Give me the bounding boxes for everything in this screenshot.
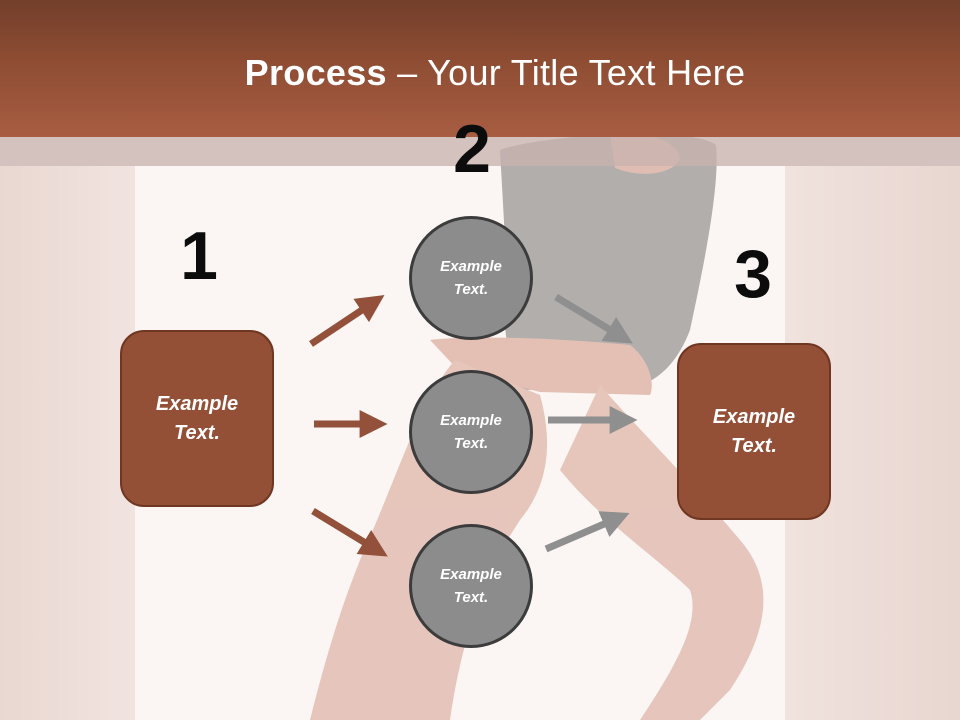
step-number-3: 3 bbox=[734, 236, 772, 312]
circle-bottom-line2: Text. bbox=[453, 589, 489, 606]
circle-top-line1: Example bbox=[440, 258, 502, 275]
title-strip bbox=[0, 137, 960, 166]
arrow-left-to-bottom bbox=[311, 508, 388, 557]
circle-top-line2: Text. bbox=[453, 281, 489, 298]
arrow-bottom-to-right bbox=[544, 511, 630, 553]
right-box-line2: Text. bbox=[731, 434, 777, 457]
circle-bottom-line1: Example bbox=[440, 566, 502, 583]
title-rest: – Your Title Text Here bbox=[386, 52, 746, 93]
title-bold: Process bbox=[244, 52, 387, 93]
background-panel-left bbox=[0, 166, 135, 720]
left-process-box[interactable]: Example Text. bbox=[120, 330, 274, 507]
process-circle-middle[interactable]: Example Text. bbox=[409, 370, 533, 494]
circle-middle-line1: Example bbox=[440, 412, 502, 429]
circle-middle-line2: Text. bbox=[453, 435, 489, 452]
title-bar bbox=[0, 0, 960, 137]
process-circle-bottom[interactable]: Example Text. bbox=[409, 524, 533, 648]
step-number-2: 2 bbox=[453, 111, 491, 187]
page-title: Process – Your Title Text Here bbox=[0, 52, 960, 94]
arrow-top-to-right bbox=[554, 294, 633, 344]
left-box-line1: Example bbox=[155, 392, 239, 415]
step-number-1: 1 bbox=[180, 218, 218, 294]
right-box-line1: Example bbox=[712, 405, 796, 428]
process-circle-top[interactable]: Example Text. bbox=[409, 216, 533, 340]
left-box-line2: Text. bbox=[174, 421, 220, 444]
arrow-left-to-top bbox=[309, 295, 385, 347]
right-process-box[interactable]: Example Text. bbox=[677, 343, 831, 520]
